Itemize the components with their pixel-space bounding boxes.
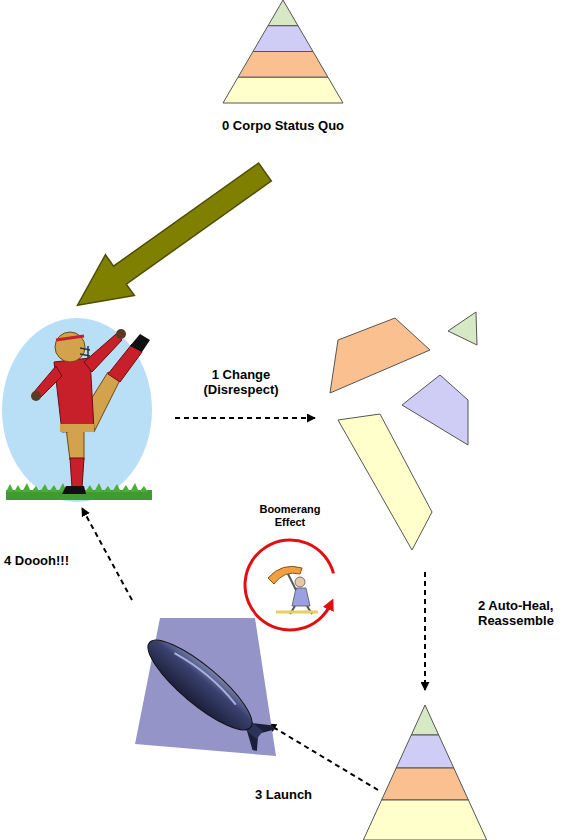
pyramid-band bbox=[268, 0, 298, 26]
step-label: 4 Doooh!!! bbox=[4, 553, 94, 568]
step-label: 3 Launch bbox=[255, 787, 345, 802]
dashed-arrow bbox=[82, 508, 132, 600]
reassembled-pyramid bbox=[363, 705, 486, 840]
olive-arrow bbox=[63, 152, 279, 326]
bomb bbox=[135, 618, 278, 756]
boomerang-loop bbox=[245, 540, 333, 630]
pyramid-node: 0 Corpo Status Quo bbox=[208, 0, 358, 140]
pyramid-band bbox=[253, 26, 313, 52]
pyramid-band bbox=[238, 52, 328, 78]
step-label: 1 Change (Disrespect) bbox=[193, 367, 289, 397]
pyramid-band bbox=[223, 77, 343, 103]
football-player bbox=[2, 318, 152, 502]
step-label: 2 Auto-Heal, Reassemble bbox=[478, 598, 572, 628]
pyramid-outline bbox=[208, 0, 358, 105]
step-label: Boomerang Effect bbox=[258, 503, 322, 529]
dashed-arrow bbox=[175, 417, 315, 419]
dashed-arrow bbox=[268, 724, 378, 790]
node-caption: 0 Corpo Status Quo bbox=[208, 118, 358, 133]
dashed-arrow bbox=[424, 572, 426, 690]
broken-pyramid bbox=[330, 312, 477, 550]
